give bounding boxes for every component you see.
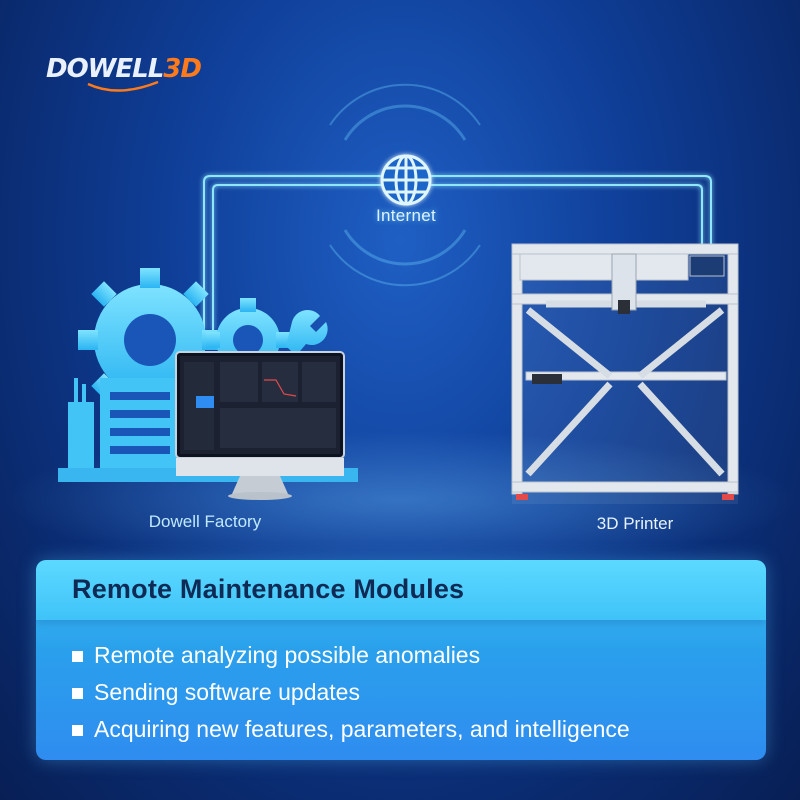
connection-lines	[203, 175, 712, 330]
feature-card: Remote Maintenance Modules Remote analyz…	[36, 560, 766, 760]
list-item: Acquiring new features, parameters, and …	[72, 716, 630, 753]
bullet-square-icon	[72, 725, 83, 736]
logo-text: DOWELL3D	[46, 54, 202, 84]
globe-icon	[380, 154, 432, 206]
logo-swoosh	[87, 80, 159, 92]
bullet-square-icon	[72, 651, 83, 662]
bullet-square-icon	[72, 688, 83, 699]
wrench-icon	[286, 309, 328, 356]
card-header: Remote Maintenance Modules	[36, 560, 766, 620]
list-item: Remote analyzing possible anomalies	[72, 642, 630, 679]
internet-label: Internet	[375, 206, 437, 225]
feature-list: Remote analyzing possible anomalies Send…	[72, 642, 630, 753]
factory-label: Dowell Factory	[148, 512, 262, 531]
brand-logo: DOWELL3D	[46, 44, 206, 94]
monitor-icon	[175, 351, 345, 500]
list-item: Sending software updates	[72, 679, 630, 716]
printer-frame	[511, 243, 739, 504]
printer-label: 3D Printer	[596, 514, 674, 533]
card-title: Remote Maintenance Modules	[72, 574, 465, 604]
signal-arcs	[329, 83, 481, 287]
